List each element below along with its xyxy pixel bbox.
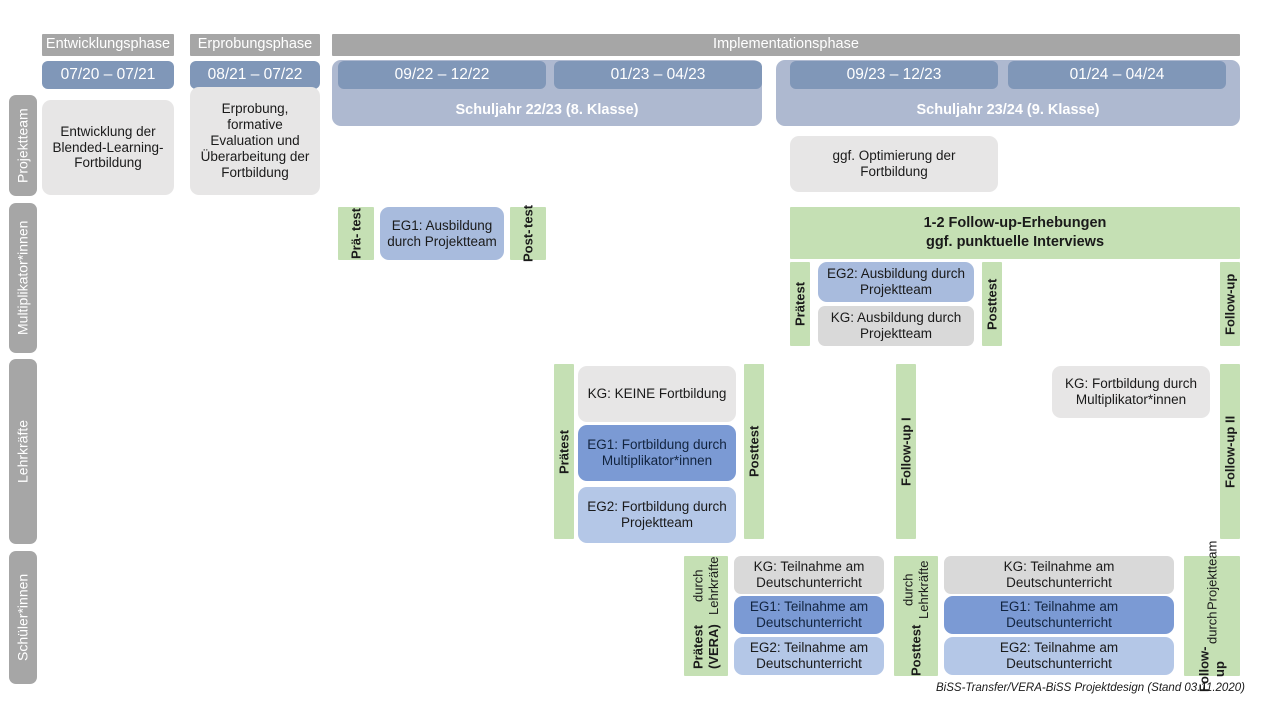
schueler-right-eg2-text: EG2: Teilnahme am Deutschunterricht (999, 640, 1119, 671)
period-chip-0923-1223: 09/23 – 12/23 (790, 61, 998, 89)
lehrkraefte-eg1-box: EG1: Fortbildung durch Multiplikator*inn… (578, 425, 736, 481)
posttest-sub: durch Lehrkräfte (900, 560, 931, 619)
projektteam-optimierung-text: ggf. Optimierung der Fortbildung (832, 148, 956, 179)
schueler-right-kg-text: KG: Teilnahme am Deutschunterricht (1003, 559, 1115, 590)
phase-label: Implementationsphase (713, 36, 859, 53)
projektteam-erprobung-box: Erprobung, formative Evaluation und Über… (190, 87, 320, 195)
multiplikatoren-kg-text: KG: Ausbildung durch Projektteam (830, 310, 962, 341)
phase-bar-entwicklungsphase: Entwicklungsphase (42, 34, 174, 56)
lehrkraefte-kg-multiplikator-text: KG: Fortbildung durch Multiplikator*inne… (1064, 376, 1198, 407)
posttest-text: Posttest (746, 425, 762, 478)
period-label: 08/21 – 07/22 (207, 65, 303, 83)
praetest-line-1: Prä- (348, 233, 364, 259)
multiplikatoren-eg1-text: EG1: Ausbildung durch Projektteam (387, 217, 497, 249)
lehrkraefte-eg2-text: EG2: Fortbildung durch Projektteam (587, 499, 727, 530)
lehrkraefte-kg-keine-box: KG: KEINE Fortbildung (578, 366, 736, 422)
phase-label: Erprobungsphase (197, 36, 313, 53)
multiplikatoren-praetest-strip-left: Prä- test (338, 207, 374, 260)
multiplikatoren-eg2-text: EG2: Ausbildung durch Projektteam (826, 266, 966, 297)
school-year-label: Schuljahr 22/23 (8. Klasse) (455, 101, 639, 118)
schueler-left-eg1-text: EG1: Teilnahme am Deutschunterricht (749, 599, 869, 630)
followup-band-line-2: ggf. punktuelle Interviews (925, 234, 1105, 250)
period-label: 09/23 – 12/23 (846, 65, 942, 83)
posttest-text: Posttest (984, 278, 1000, 330)
period-chip-0821-0722: 08/21 – 07/22 (190, 61, 320, 89)
period-label: 01/23 – 04/23 (610, 65, 706, 83)
period-chip-0922-1222: 09/22 – 12/22 (338, 61, 546, 89)
multiplikatoren-eg2-box: EG2: Ausbildung durch Projektteam (818, 262, 974, 302)
schueler-praetest-vera-strip: Prätest (VERA) durch Lehrkräfte (684, 556, 728, 676)
multiplikatoren-posttest-strip-left: Post- test (510, 204, 546, 263)
projektteam-erprobung-text: Erprobung, formative Evaluation und Über… (200, 101, 310, 180)
lehrkraefte-kg-keine-text: KG: KEINE Fortbildung (587, 386, 727, 402)
lehrkraefte-posttest-strip: Posttest (744, 364, 764, 539)
multiplikatoren-eg1-box: EG1: Ausbildung durch Projektteam (380, 207, 504, 260)
row-label-projektteam: Projektteam (9, 95, 37, 196)
schueler-left-eg2-text: EG2: Teilnahme am Deutschunterricht (749, 640, 869, 671)
lehrkraefte-followup-2-strip: Follow-up II (1220, 364, 1240, 539)
schueler-left-kg-text: KG: Teilnahme am Deutschunterricht (753, 559, 865, 590)
posttest-main: Posttest (908, 624, 924, 676)
footer-note: BiSS-Transfer/VERA-BiSS Projektdesign (S… (936, 682, 1245, 694)
schueler-left-kg-box: KG: Teilnahme am Deutschunterricht (734, 556, 884, 594)
followup-sub-2: Projektteam (1204, 540, 1220, 610)
schueler-right-eg1-text: EG1: Teilnahme am Deutschunterricht (999, 599, 1119, 630)
lehrkraefte-eg2-box: EG2: Fortbildung durch Projektteam (578, 487, 736, 543)
row-label-lehrkraefte: Lehrkräfte (9, 359, 37, 544)
row-label-text: Lehrkräfte (14, 419, 31, 484)
schueler-right-eg1-box: EG1: Teilnahme am Deutschunterricht (944, 596, 1174, 634)
period-label: 07/20 – 07/21 (60, 65, 156, 83)
lehrkraefte-eg1-text: EG1: Fortbildung durch Multiplikator*inn… (587, 437, 727, 468)
followup-text: Follow-up (1222, 273, 1238, 335)
multiplikatoren-praetest-strip-right: Prätest (790, 262, 810, 346)
projektteam-entwicklung-box: Entwicklung der Blended-Learning-Fortbil… (42, 100, 174, 195)
period-chip-0123-0423: 01/23 – 04/23 (554, 61, 762, 89)
multiplikatoren-kg-box: KG: Ausbildung durch Projektteam (818, 306, 974, 346)
praetest-vera-sub: durch Lehrkräfte (690, 556, 721, 616)
multiplikatoren-followup-strip: Follow-up (1220, 262, 1240, 346)
followup-band-line-1: 1-2 Follow-up-Erhebungen (923, 215, 1107, 232)
posttest-line-2: test (520, 204, 536, 228)
praetest-line-2: test (348, 208, 364, 232)
projektteam-entwicklung-text: Entwicklung der Blended-Learning-Fortbil… (52, 123, 164, 171)
posttest-line-1: Post- (520, 229, 536, 263)
schueler-posttest-strip: Posttest durch Lehrkräfte (894, 556, 938, 676)
period-label: 09/22 – 12/22 (394, 65, 490, 83)
schueler-left-eg1-box: EG1: Teilnahme am Deutschunterricht (734, 596, 884, 634)
period-chip-0124-0424: 01/24 – 04/24 (1008, 61, 1226, 89)
multiplikatoren-posttest-strip-right: Posttest (982, 262, 1002, 346)
multiplikatoren-followup-band: 1-2 Follow-up-Erhebungen ggf. punktuelle… (790, 207, 1240, 259)
phase-bar-implementationsphase: Implementationsphase (332, 34, 1240, 56)
praetest-text: Prätest (792, 281, 808, 327)
period-chip-0720-0721: 07/20 – 07/21 (42, 61, 174, 89)
school-year-label: Schuljahr 23/24 (9. Klasse) (916, 101, 1100, 118)
lehrkraefte-followup-1-strip: Follow-up I (896, 364, 916, 539)
schueler-right-kg-box: KG: Teilnahme am Deutschunterricht (944, 556, 1174, 594)
schueler-left-eg2-box: EG2: Teilnahme am Deutschunterricht (734, 637, 884, 675)
row-label-schuelerinnen: Schüler*innen (9, 551, 37, 684)
praetest-vera-main: Prätest (VERA) (690, 624, 721, 670)
schueler-right-eg2-box: EG2: Teilnahme am Deutschunterricht (944, 637, 1174, 675)
praetest-text: Prätest (556, 429, 572, 474)
followup-sub-1: durch (1204, 611, 1220, 645)
row-label-text: Schüler*innen (14, 573, 31, 662)
lehrkraefte-kg-multiplikator-box: KG: Fortbildung durch Multiplikator*inne… (1052, 366, 1210, 418)
phase-label: Entwicklungsphase (45, 36, 171, 53)
lehrkraefte-praetest-strip: Prätest (554, 364, 574, 539)
row-label-text: Multiplikator*innen (14, 220, 31, 336)
projektteam-optimierung-box: ggf. Optimierung der Fortbildung (790, 136, 998, 192)
row-label-multiplikatorinnen: Multiplikator*innen (9, 203, 37, 353)
row-label-text: Projektteam (14, 108, 31, 183)
phase-bar-erprobungsphase: Erprobungsphase (190, 34, 320, 56)
schueler-followup-strip: Follow-up durch Projektteam (1184, 540, 1240, 692)
followup-1-text: Follow-up I (898, 417, 914, 486)
period-label: 01/24 – 04/24 (1069, 65, 1165, 83)
followup-2-text: Follow-up II (1222, 415, 1238, 488)
